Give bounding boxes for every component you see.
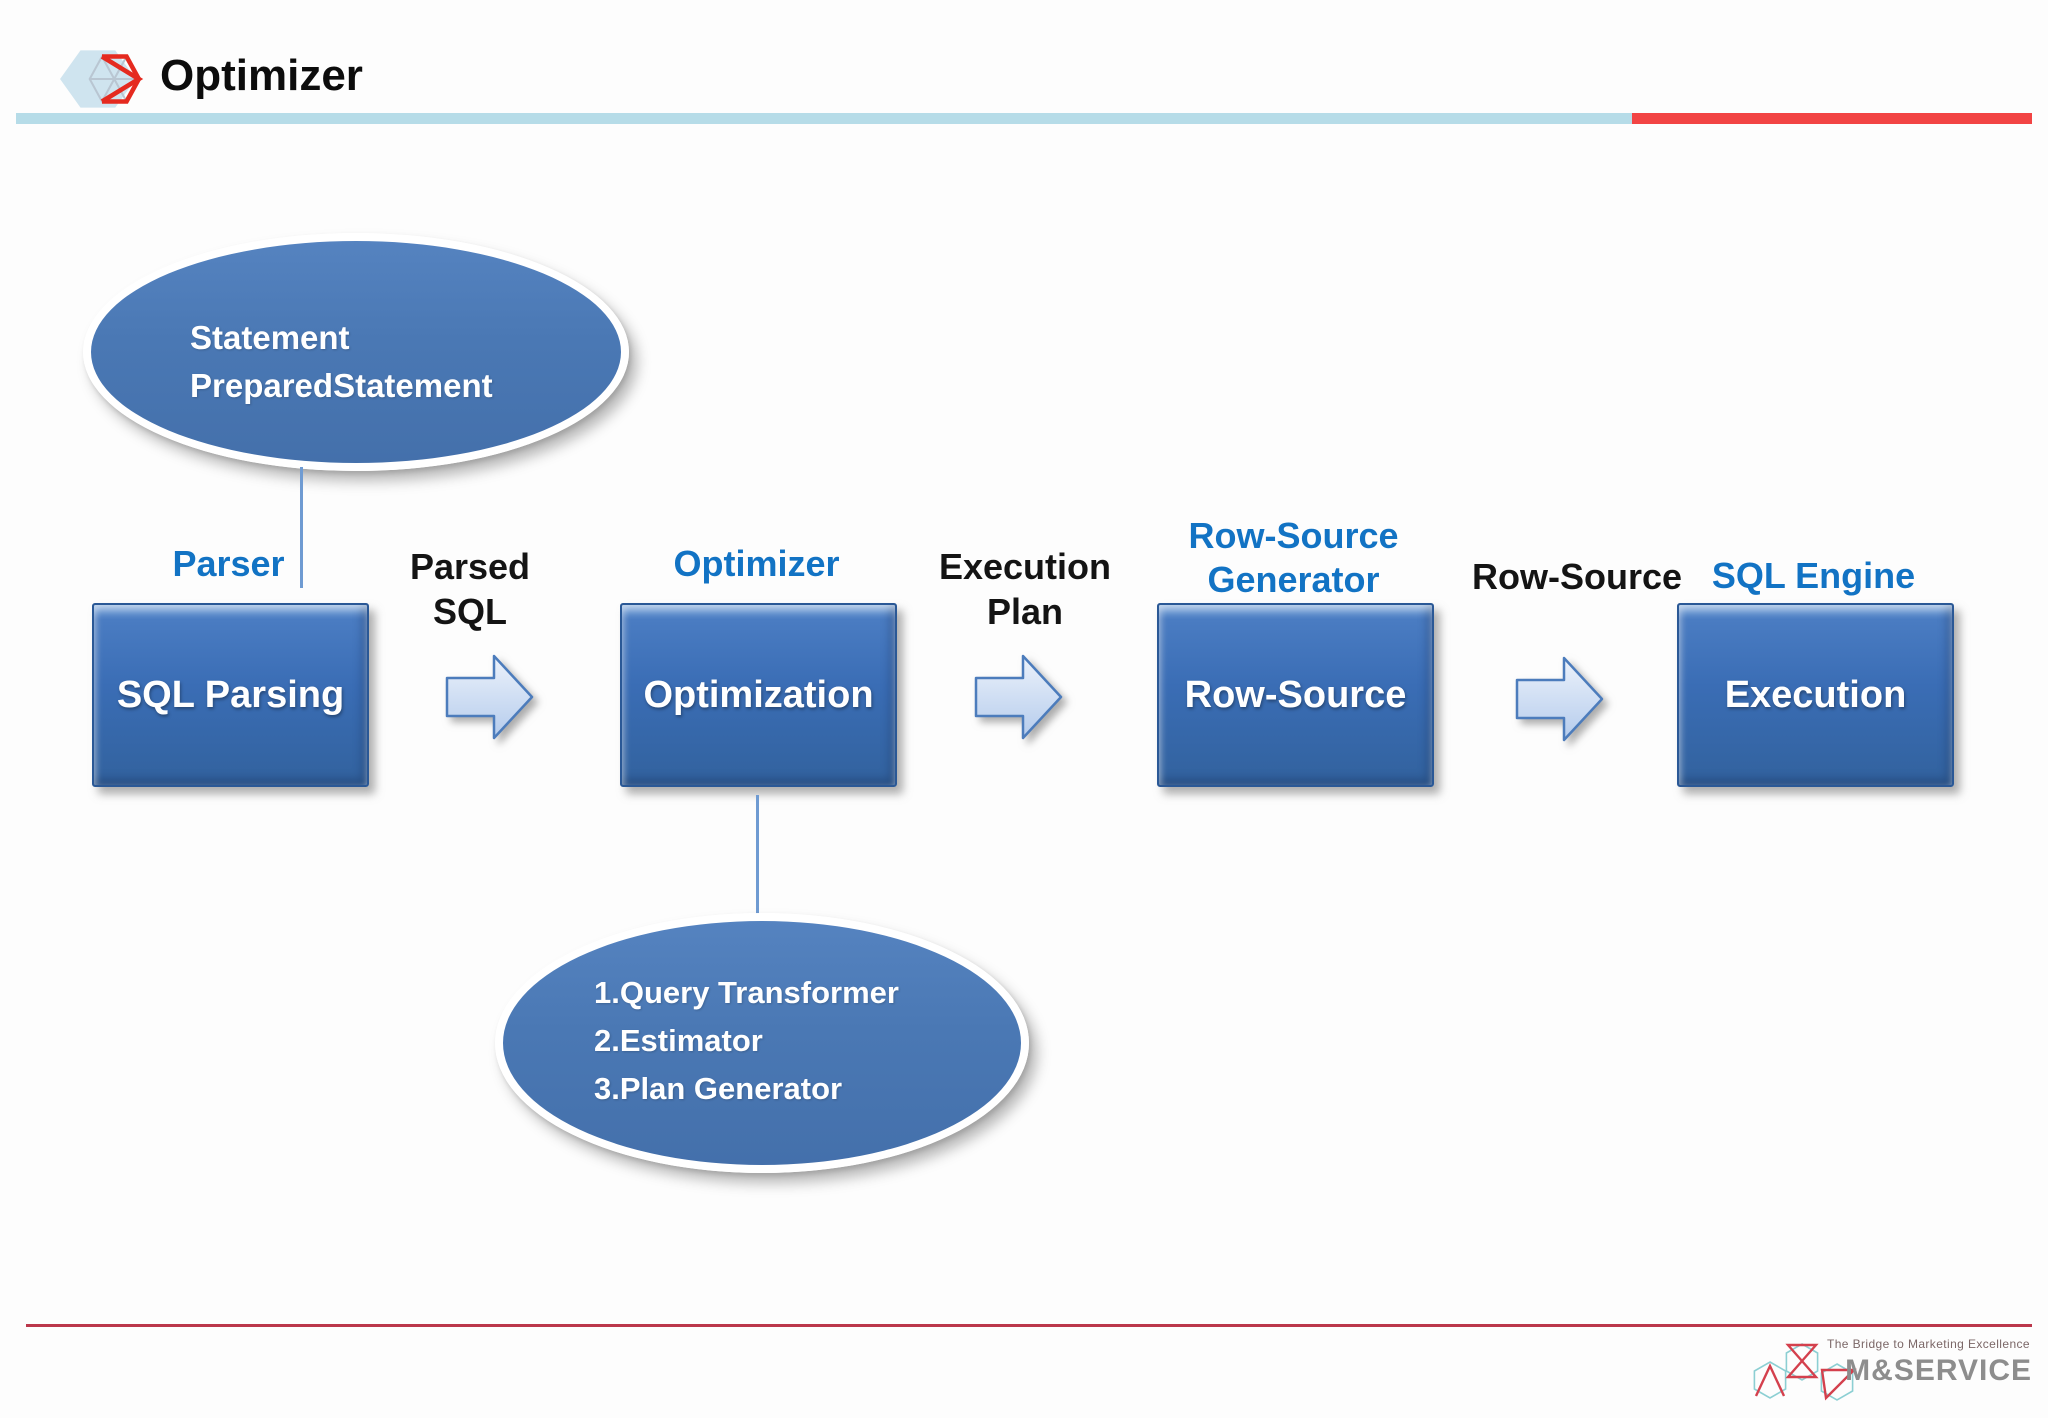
box-execution: Execution xyxy=(1677,603,1954,787)
footer-brand: M&SERVICE xyxy=(1845,1354,2032,1387)
slide-bullet-hexagon-icon xyxy=(60,50,144,108)
callout-optimizer-text: 1.Query Transformer 2.Estimator 3.Plan G… xyxy=(594,969,899,1113)
box-optimization: Optimization xyxy=(620,603,897,787)
stage-label-sql-engine: SQL Engine xyxy=(1677,553,1950,599)
callout-statement-ellipse xyxy=(83,233,629,471)
flow-arrow-icon xyxy=(974,654,1063,740)
arrow-label-line: Execution xyxy=(938,546,1112,587)
stage-label-line: Optimizer xyxy=(673,543,840,584)
callout-optimizer-line: 3.Plan Generator xyxy=(594,1071,843,1106)
arrow-label-parsed-sql: Parsed SQL xyxy=(375,544,565,634)
arrow-label-line: Plan xyxy=(986,591,1064,632)
callout-optimizer-line: 2.Estimator xyxy=(594,1023,763,1058)
box-label: Optimization xyxy=(643,673,874,716)
header-rule-red xyxy=(1632,113,2032,124)
connector-optimizer-line xyxy=(756,795,759,919)
box-label: SQL Parsing xyxy=(116,673,345,716)
box-label: Execution xyxy=(1724,673,1907,716)
arrow-label-row-source: Row-Source xyxy=(1452,554,1702,599)
arrow-label-execution-plan: Execution Plan xyxy=(900,544,1150,634)
stage-label-optimizer: Optimizer xyxy=(620,541,893,587)
box-row-source: Row-Source xyxy=(1157,603,1434,787)
footer-rule xyxy=(26,1324,2032,1327)
callout-optimizer-ellipse xyxy=(495,913,1029,1173)
box-label: Row-Source xyxy=(1184,673,1407,716)
stage-label-line: SQL Engine xyxy=(1711,555,1916,596)
stage-label-line: Row-Source xyxy=(1188,515,1399,556)
footer-tagline: The Bridge to Marketing Excellence xyxy=(1826,1337,2030,1351)
page-title: Optimizer xyxy=(160,51,363,100)
callout-statement-text: Statement PreparedStatement xyxy=(190,314,493,410)
stage-label-line: Parser xyxy=(172,543,285,584)
callout-statement-line: PreparedStatement xyxy=(190,367,493,404)
mservice-logo-icon xyxy=(1753,1343,1857,1401)
stage-label-row-source-generator: Row-Source Generator xyxy=(1150,514,1437,602)
arrow-label-line: Row-Source xyxy=(1471,556,1683,597)
connector-statement-line xyxy=(300,467,303,588)
callout-statement-line: Statement xyxy=(190,319,350,356)
header-rule-blue xyxy=(16,113,1632,124)
flow-arrow-icon xyxy=(445,654,534,740)
stage-label-line: Generator xyxy=(1207,559,1380,600)
callout-optimizer-line: 1.Query Transformer xyxy=(594,975,899,1010)
arrow-label-line: SQL xyxy=(432,591,507,632)
box-sql-parsing: SQL Parsing xyxy=(92,603,369,787)
flow-arrow-icon xyxy=(1515,656,1604,742)
arrow-label-line: Parsed xyxy=(409,546,531,587)
stage-label-parser: Parser xyxy=(92,541,365,587)
